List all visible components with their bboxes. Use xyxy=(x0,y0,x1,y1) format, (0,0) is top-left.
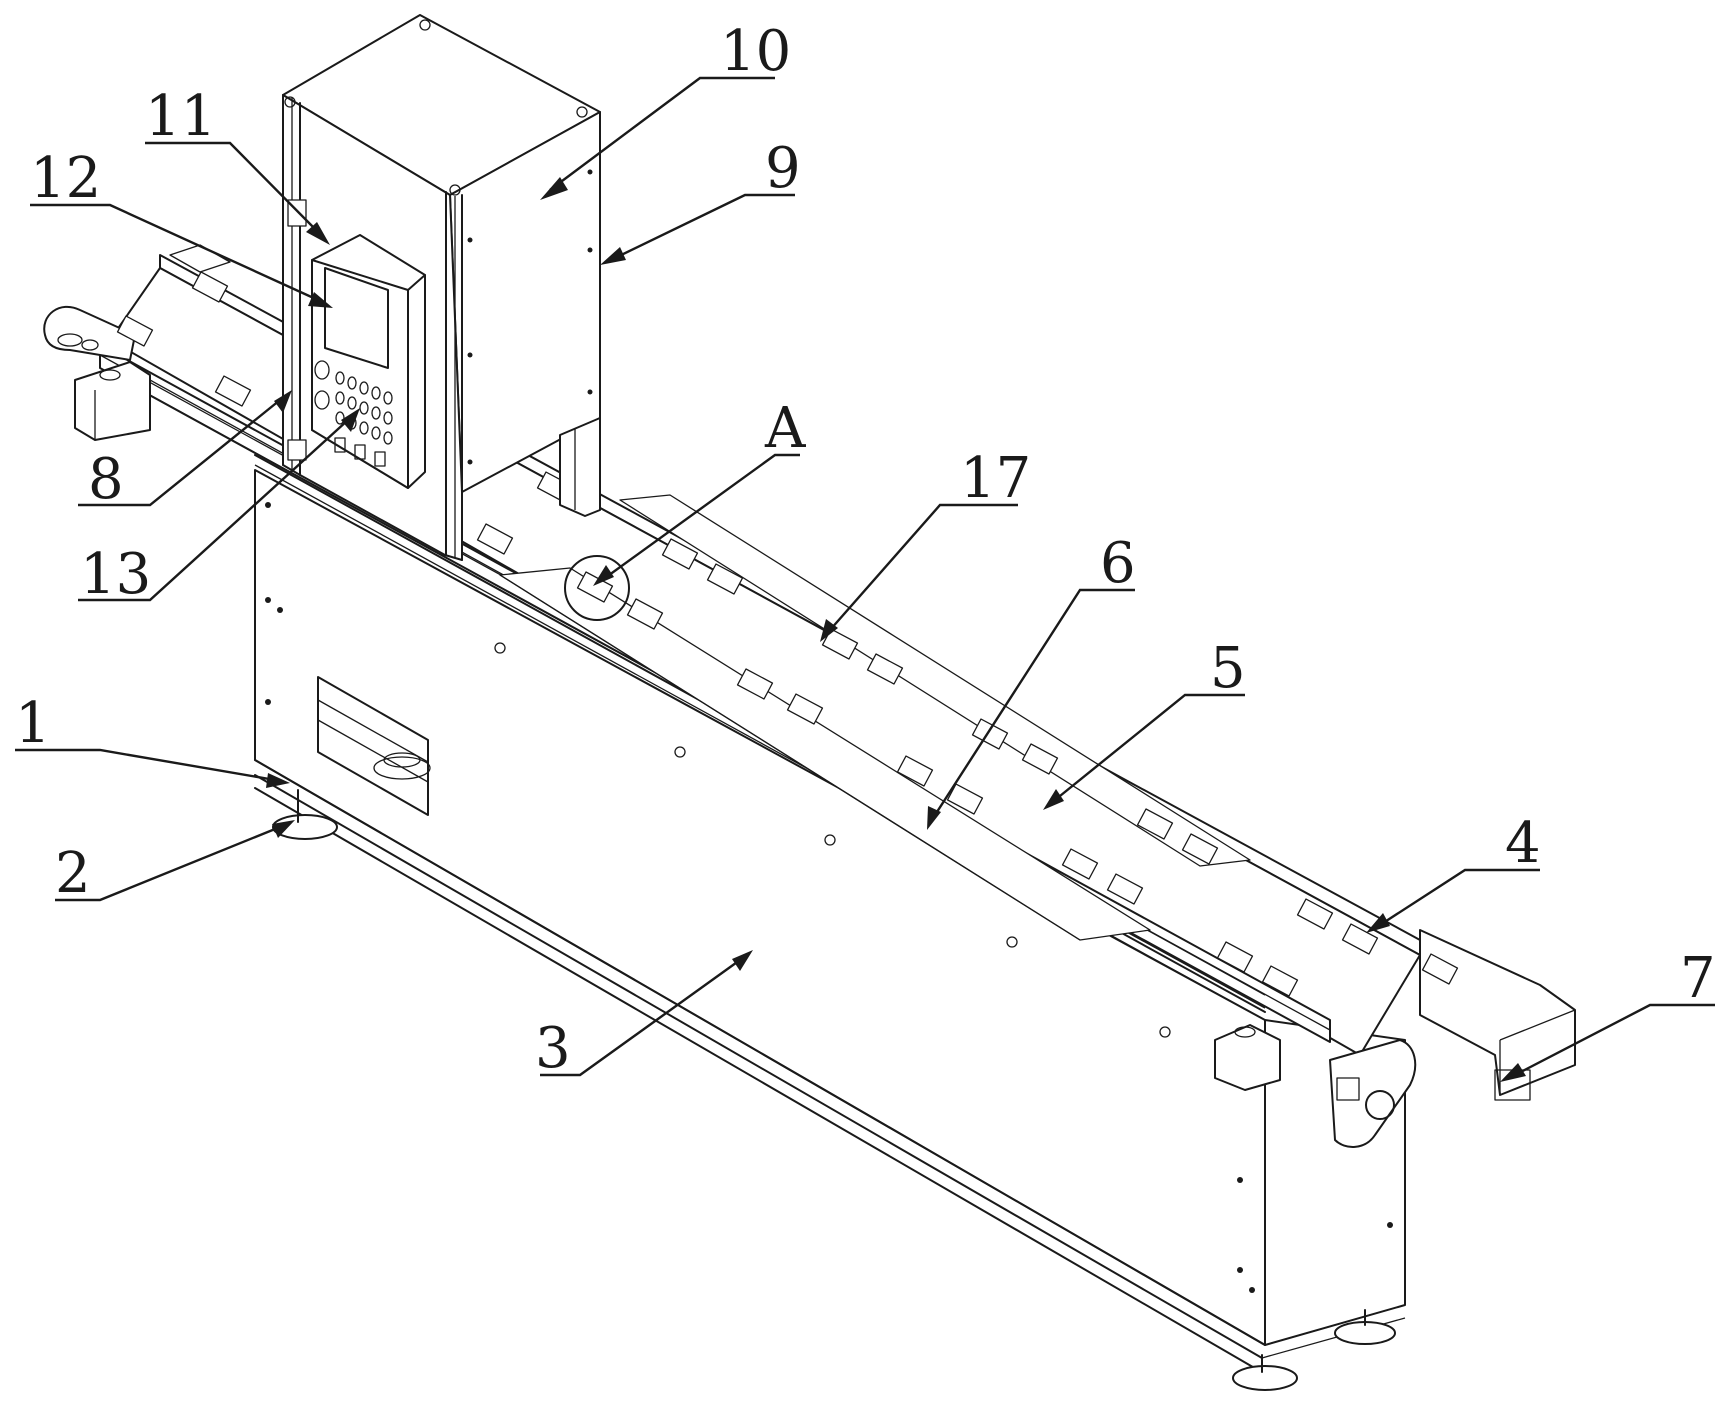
label-11: 11 xyxy=(145,84,216,149)
label-12: 12 xyxy=(30,146,101,211)
label-6: 6 xyxy=(1100,531,1136,596)
label-8: 8 xyxy=(88,447,124,512)
label-4: 4 xyxy=(1505,811,1541,876)
label-7: 7 xyxy=(1680,946,1716,1011)
label-5: 5 xyxy=(1210,636,1246,701)
label-3: 3 xyxy=(535,1016,571,1081)
label-1: 1 xyxy=(15,691,51,756)
label-17: 17 xyxy=(960,446,1031,511)
label-10: 10 xyxy=(720,19,791,84)
label-13: 13 xyxy=(80,542,151,607)
label-9: 9 xyxy=(765,136,801,201)
label-2: 2 xyxy=(55,841,91,906)
label-a: A xyxy=(764,396,806,461)
